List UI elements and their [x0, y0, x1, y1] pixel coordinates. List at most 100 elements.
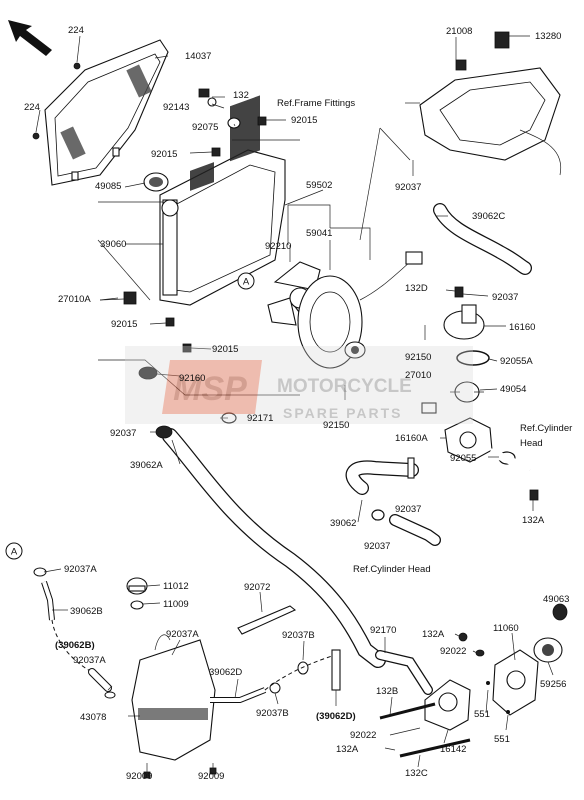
part-label: 43078 — [80, 712, 106, 723]
watermark-line-1: MOTORCYCLE — [277, 376, 412, 397]
front-direction-arrow-icon — [8, 20, 52, 56]
part-label: 132D — [405, 283, 428, 294]
part-label: 11009 — [163, 599, 189, 610]
watermark-badge-text: MSP — [173, 370, 247, 408]
part-label: 39062A — [130, 460, 163, 471]
group-brackets — [98, 127, 411, 396]
part-label: 224 — [68, 25, 84, 36]
part-label: 92160 — [179, 373, 205, 384]
part-label: 92037A — [64, 564, 97, 575]
part-label: 132A — [336, 744, 359, 755]
part-label: 39062B — [70, 606, 103, 617]
part-label: 92210 — [265, 241, 291, 252]
reservoir-bracket — [419, 31, 562, 176]
part-label: 13280 — [535, 31, 561, 42]
part-label: 132A — [522, 515, 545, 526]
part-label: 92055 — [450, 453, 476, 464]
part-label: 92150 — [405, 352, 431, 363]
callout-a-left: A — [5, 542, 23, 560]
radiator-screen — [32, 39, 169, 186]
part-label: 39062C — [472, 211, 505, 222]
part-label: 92075 — [192, 122, 218, 133]
svg-text:A: A — [11, 547, 18, 558]
leader-lines — [35, 35, 561, 772]
hose-39062A — [155, 425, 386, 668]
radiator-fasteners — [138, 88, 267, 380]
strap-92072 — [237, 605, 297, 635]
part-label: 27010A — [58, 294, 91, 305]
hose-39062D — [210, 649, 341, 703]
part-label: 14037 — [185, 51, 211, 62]
fan-switch — [123, 291, 137, 305]
radiator-core — [159, 95, 286, 306]
part-label: 39060 — [100, 239, 126, 250]
part-label: 92171 — [247, 413, 273, 424]
part-label: 92015 — [212, 344, 238, 355]
part-label: 49054 — [500, 384, 526, 395]
part-label: 92009 — [126, 771, 152, 782]
part-label: 92015 — [291, 115, 317, 126]
part-label: 92150 — [323, 420, 349, 431]
part-label: 132A — [422, 629, 445, 640]
part-label: 132 — [233, 90, 249, 101]
hose-39062C — [433, 203, 532, 275]
part-label: 551 — [494, 734, 510, 745]
ref-cylinder-head-right-1: Ref.Cylinder — [520, 423, 572, 434]
part-label: 92037A — [73, 655, 106, 666]
part-label: 92037 — [395, 504, 421, 515]
hose-cylinder-head — [488, 448, 539, 501]
part-label: 92037 — [110, 428, 136, 439]
part-label: 39062 — [330, 518, 356, 529]
part-label: 92022 — [440, 646, 466, 657]
part-label: 132B — [376, 686, 398, 697]
part-label: 92009 — [198, 771, 224, 782]
part-label: 92037B — [282, 630, 315, 641]
part-label: 11060 — [493, 623, 519, 634]
part-label: 132C — [405, 768, 428, 779]
part-label: 59041 — [306, 228, 332, 239]
ref-frame-fittings: Ref.Frame Fittings — [277, 98, 355, 109]
part-label: 92143 — [163, 102, 189, 113]
part-label: 16160 — [509, 322, 535, 333]
watermark-badge-icon — [162, 360, 262, 414]
part-label: 551 — [474, 709, 490, 720]
part-label: 59502 — [306, 180, 332, 191]
part-labels: 224 14037 224 132 92143 92075 92015 9201… — [24, 25, 569, 782]
part-label: 49063 — [543, 594, 569, 605]
reservoir-tank — [126, 577, 217, 779]
part-label: 92037B — [256, 708, 289, 719]
part-label: 92055A — [500, 356, 533, 367]
part-label: 92037 — [395, 182, 421, 193]
part-label: (39062D) — [316, 711, 356, 722]
part-label: 59256 — [540, 679, 566, 690]
part-label: (39062B) — [55, 640, 95, 651]
cooling-fan — [267, 251, 423, 369]
water-pump — [375, 632, 485, 758]
hose-39062 — [345, 457, 419, 495]
part-label: 224 — [24, 102, 40, 113]
part-label: 92170 — [370, 625, 396, 636]
water-pump-cover — [486, 603, 568, 716]
hose-39062B — [33, 567, 116, 699]
part-label: 92037 — [492, 292, 518, 303]
part-label: 92037A — [166, 629, 199, 640]
part-label: 92015 — [151, 149, 177, 160]
ref-cylinder-head-right-2: Head — [520, 438, 543, 449]
part-label: 92015 — [111, 319, 137, 330]
part-label: 27010 — [405, 370, 431, 381]
part-label: 16142 — [440, 744, 466, 755]
part-label: 39062D — [209, 667, 242, 678]
watermark-line-2: SPARE PARTS — [283, 405, 403, 421]
svg-text:A: A — [243, 277, 250, 288]
part-label: 92022 — [350, 730, 376, 741]
part-label: 92072 — [244, 582, 270, 593]
part-label: 21008 — [446, 26, 472, 37]
watermark: MSP MOTORCYCLE SPARE PARTS — [125, 346, 473, 424]
ref-cylinder-head-bottom: Ref.Cylinder Head — [353, 564, 431, 575]
part-label: 92037 — [364, 541, 390, 552]
part-label: 16160A — [395, 433, 428, 444]
callout-a-top: A — [237, 272, 255, 290]
part-label: 49085 — [95, 181, 121, 192]
